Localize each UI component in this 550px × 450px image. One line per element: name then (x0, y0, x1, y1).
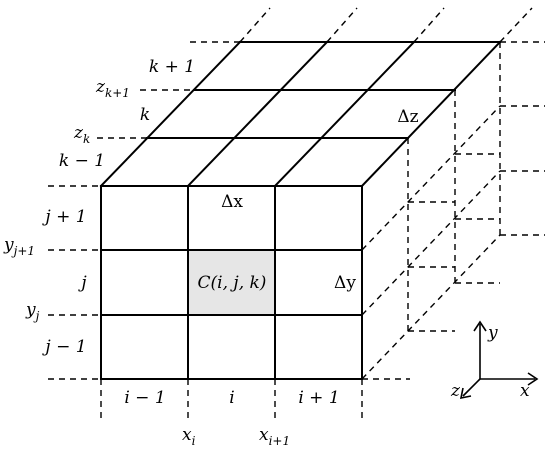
y-j-label: yj (25, 300, 40, 323)
front-face (100, 185, 363, 380)
axis-z-label: z (450, 381, 461, 401)
k-plus-label: k + 1 (149, 57, 195, 77)
k-label: k (140, 105, 150, 125)
j-label: j (77, 273, 87, 293)
axis-x-label: x (520, 381, 530, 401)
delta-x-label: Δx (221, 192, 243, 212)
x-i-label: xi (182, 425, 196, 448)
z-k1-label: zk+1 (95, 77, 130, 100)
axes-icon: y x z (450, 320, 539, 401)
cell-label: C(i, j, k) (198, 273, 267, 293)
x-i1-label: xi+1 (259, 425, 290, 448)
highlighted-cell (188, 250, 275, 315)
i-plus-label: i + 1 (298, 388, 339, 408)
delta-z-label: Δz (397, 107, 418, 127)
y-j1-label: yj+1 (3, 235, 35, 258)
left-dashes (48, 41, 240, 380)
z-k-label: zk (73, 123, 90, 146)
delta-y-label: Δy (334, 273, 356, 293)
i-minus-label: i − 1 (124, 388, 165, 408)
right-depth-dashes (361, 42, 545, 380)
i-label: i (229, 388, 234, 408)
j-plus-label: j + 1 (41, 207, 86, 227)
top-dashes (239, 7, 545, 43)
top-face (99, 40, 502, 188)
k-minus-label: k − 1 (59, 151, 105, 171)
axis-y-label: y (487, 323, 498, 343)
j-minus-label: j − 1 (41, 337, 86, 357)
bottom-dashes (100, 379, 363, 420)
